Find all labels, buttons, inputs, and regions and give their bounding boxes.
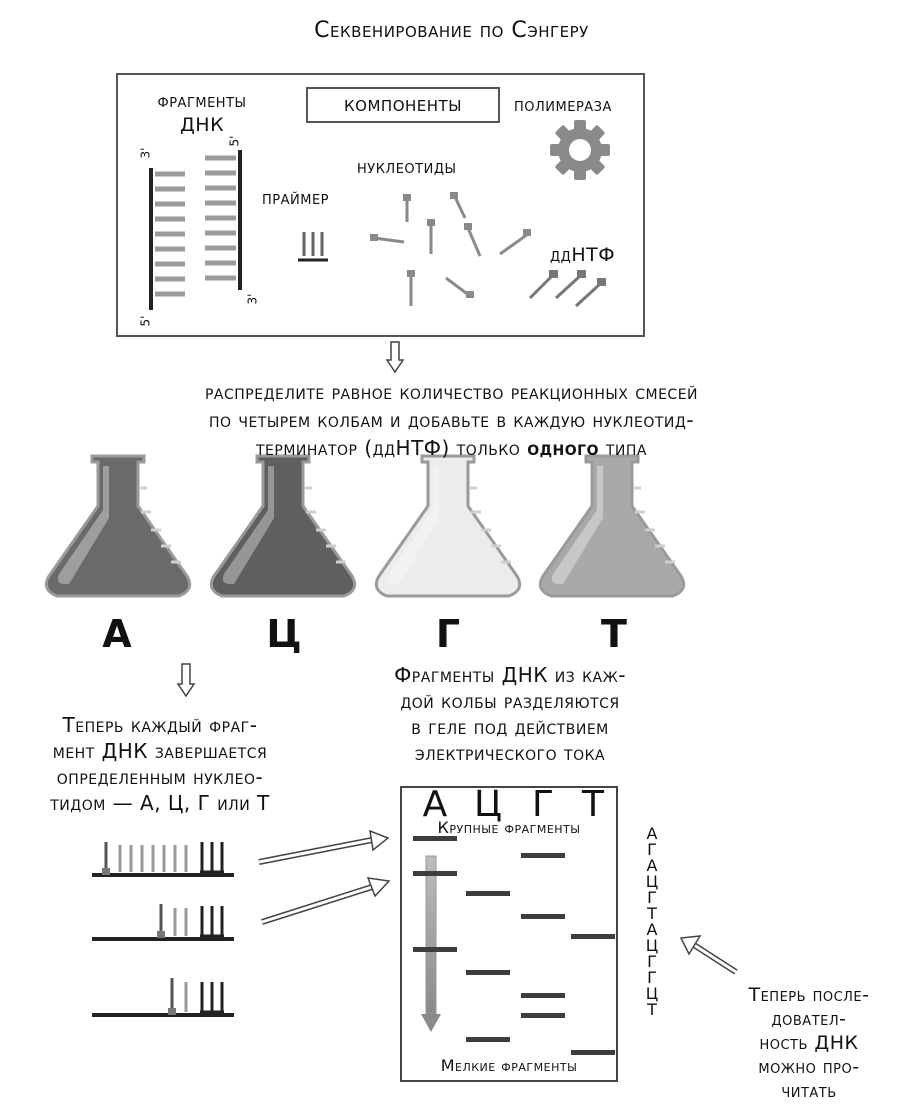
gel-direction-arrow [421, 855, 441, 1032]
arrow-to-gel-1 [258, 829, 390, 865]
gel-band [521, 993, 565, 998]
gel-bands [413, 836, 615, 1055]
gel-lane-t: Т [582, 784, 604, 825]
instruction-line: по четырем колбам и добавьте в каждую ну… [208, 408, 695, 432]
gel-band [413, 947, 457, 952]
flask-label-ts: Ц [266, 612, 302, 656]
small-fragments-label: Мелкие фрагменты [440, 1056, 578, 1075]
fragment-explanation: Теперь каждый фраг- мент ДНК завершается… [50, 713, 270, 815]
sequence-letter: Т [647, 904, 657, 923]
sequence-letter: А [646, 920, 658, 939]
dna-fragments-label-line1: фрагменты [157, 90, 247, 112]
strand-label: 5' [227, 135, 242, 147]
gel-band [466, 1037, 510, 1042]
gel-explanation: Фрагменты ДНК из каж- дой колбы разделяю… [394, 663, 626, 765]
flask-3 [374, 454, 522, 598]
primer-graphic [298, 232, 328, 262]
gel-band [521, 914, 565, 919]
flask-label-g: Г [435, 612, 461, 656]
flask-2 [209, 454, 357, 598]
gel-band [521, 853, 565, 858]
arrow-to-gel-2 [261, 877, 391, 925]
gel-band [521, 1013, 565, 1018]
gel-lane-g: Г [532, 784, 554, 825]
gel-band [466, 891, 510, 896]
nucleotides-label: нуклеотиды [357, 156, 457, 178]
gear-icon [550, 120, 610, 180]
arrow-to-sequence [679, 935, 738, 975]
sequence-letter: Т [647, 1000, 657, 1019]
dna-fragment-graphic [149, 150, 242, 310]
strand-label: 3' [138, 147, 153, 159]
flask-4 [538, 454, 686, 598]
components-heading: компоненты [306, 87, 500, 123]
sequence-letter: Ц [645, 984, 659, 1003]
gel-lane-a: А [422, 784, 448, 825]
sequence-letter: Ц [645, 936, 659, 955]
gel-frame [400, 786, 618, 1082]
gel-band [413, 836, 457, 841]
read-sequence-text: Теперь после- довател- ность ДНК можно п… [748, 984, 870, 1102]
flask-1 [44, 454, 192, 598]
down-arrow-icon [385, 341, 405, 374]
strand-label: 3' [245, 293, 260, 305]
sequence-letter: Ц [645, 872, 659, 891]
strand-label: 5' [138, 315, 153, 327]
ddntp-graphic [528, 270, 606, 308]
ddntp-label: ддНТФ [550, 244, 616, 266]
sequence-letter: А [646, 824, 658, 843]
instruction-line: терминатор (ддНТФ) только одного типа [255, 436, 647, 460]
polymerase-label: полимераза [514, 94, 612, 116]
sequence-letter: Г [647, 840, 657, 859]
gel-band [413, 871, 457, 876]
sequence-letter: Г [647, 968, 657, 987]
instruction-text: распределите равное количество реакционн… [30, 378, 873, 462]
components-box [116, 73, 645, 337]
sequence-letter: А [646, 856, 658, 875]
nucleotides-graphic [370, 192, 531, 306]
instruction-line: распределите равное количество реакционн… [204, 380, 699, 404]
flasks-group [44, 454, 686, 598]
gel-band [466, 970, 510, 975]
gel-band [571, 934, 615, 939]
large-fragments-label: Крупные фрагменты [437, 818, 581, 837]
primer-label: праймер [262, 187, 330, 209]
page-title: Секвенирование по Сэнгеру [314, 18, 589, 43]
gel-band [571, 1050, 615, 1055]
emphasis-text: одного [527, 436, 599, 460]
dna-fragments-label-line2: ДНК [179, 114, 225, 136]
down-arrow-icon [176, 663, 196, 698]
fragment-3 [92, 978, 234, 1017]
gel-lane-ts: Ц [474, 784, 502, 825]
fragment-2 [92, 904, 234, 941]
flask-label-a: А [102, 612, 132, 656]
sequence-letter: Г [647, 888, 657, 907]
sequence-letter: Г [647, 952, 657, 971]
fragment-1 [92, 842, 234, 877]
flask-label-t: Т [601, 612, 627, 656]
